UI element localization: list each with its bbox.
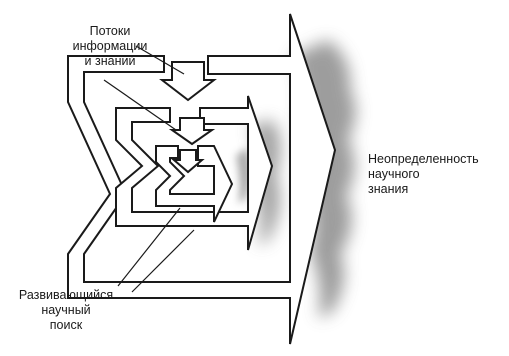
label-uncertainty-line-2: научного [368, 167, 506, 182]
label-search-line-2: научный [4, 303, 128, 318]
label-information-flows: Потоки информации и знаний [60, 24, 160, 69]
label-uncertainty-line-1: Неопределенность [368, 152, 506, 167]
label-uncertainty: Неопределенность научного знания [368, 152, 506, 197]
label-developing-search: Развивающийся научный поиск [4, 288, 128, 333]
label-search-line-3: поиск [4, 318, 128, 333]
flow-arrow-1 [162, 62, 214, 100]
label-flows-line-2: информации [60, 39, 160, 54]
label-uncertainty-line-3: знания [368, 182, 506, 197]
label-search-line-1: Развивающийся [4, 288, 128, 303]
label-flows-line-3: и знаний [60, 54, 160, 69]
label-flows-line-1: Потоки [60, 24, 160, 39]
